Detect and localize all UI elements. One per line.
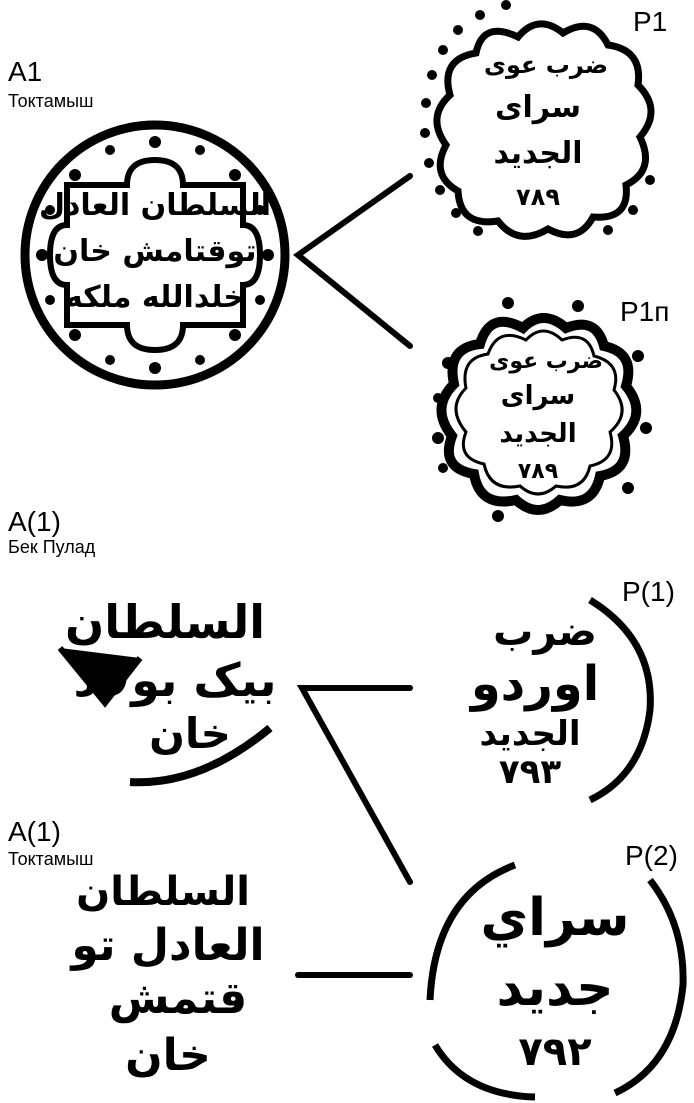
connectors [298, 176, 410, 975]
p1-line-4: ۷۸۹ [516, 183, 560, 211]
a-bek-line-1: السلطان [65, 595, 265, 649]
a-tokt-line-1: السلطان [76, 869, 250, 915]
p1p-line-2: سرای [501, 381, 575, 411]
p-1-line-3: الجدید [480, 714, 581, 754]
p-1-line-2: اوردو [469, 656, 599, 712]
a-tokt-line-3: قتمش [109, 973, 247, 1024]
a-tokt-line-4: خان [125, 1030, 211, 1081]
p-1-line-1: ضرب [493, 609, 597, 655]
stamp-p-2: سراي جدید ۷۹۲ [430, 865, 683, 1097]
stamp-a-tokt: السلطان العادل تو قتمش خان [69, 869, 264, 1081]
p-1-line-4: ۷۹۳ [499, 752, 562, 792]
a1-line-3: خلدالله ملكه [65, 280, 245, 315]
stamp-p-1: ضرب اوردو الجدید ۷۹۳ [469, 600, 651, 800]
stamp-a-bek: السلطان بیک بولاد خان [60, 595, 277, 782]
p1p-line-1: ضرب عوی [489, 349, 603, 374]
p-2-line-1: سراي [481, 888, 630, 948]
p1p-line-3: الجدید [499, 419, 576, 449]
stamp-p1p: ضرب عوی سرای الجدید ۷۸۹ [432, 297, 652, 522]
a1-line-1: السلطان العادل [39, 188, 271, 223]
p1-line-1: ضرب عوی [484, 51, 608, 79]
p-2-line-2: جدید [496, 958, 613, 1018]
a-tokt-line-2: العادل تو [69, 920, 264, 971]
stamp-p1: ضرب عوی سرای الجدید ۷۸۹ [420, 0, 655, 236]
p1-line-3: الجدید [493, 136, 582, 171]
p1p-line-4: ۷۸۹ [518, 459, 558, 484]
stamp-a1: السلطان العادل توقتامش خان خلدالله ملكه [25, 125, 285, 385]
a1-line-2: توقتامش خان [53, 234, 256, 269]
connector-a1-p1-p1p [298, 176, 410, 346]
p-2-line-3: ۷۹۲ [518, 1029, 591, 1075]
a-bek-line-3: خان [149, 709, 231, 758]
connector-bek-p1-p2 [302, 688, 410, 882]
p1-line-2: سرای [495, 90, 581, 125]
